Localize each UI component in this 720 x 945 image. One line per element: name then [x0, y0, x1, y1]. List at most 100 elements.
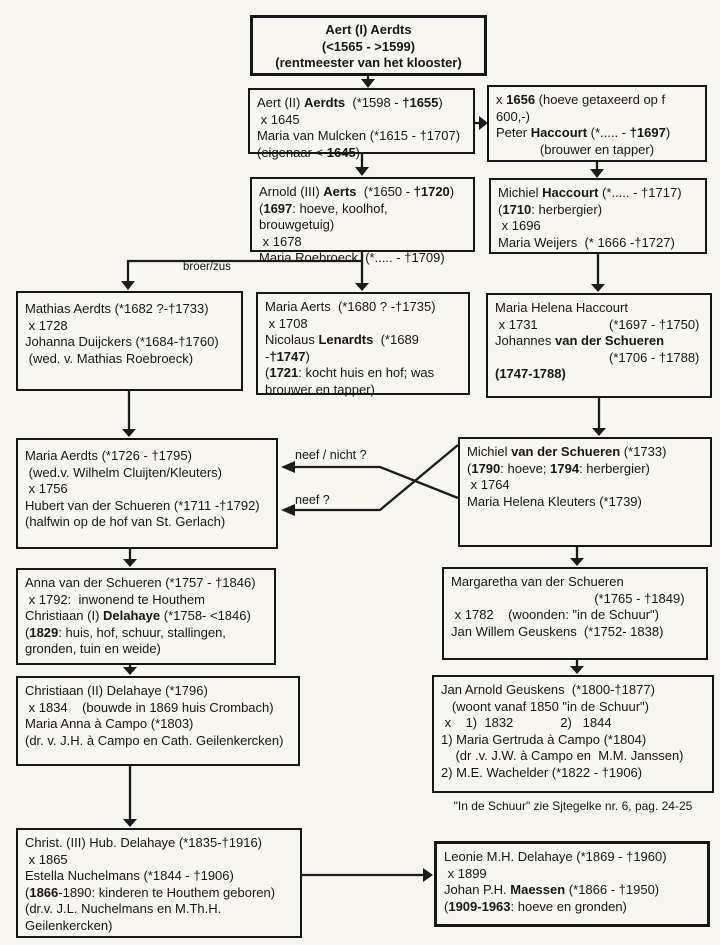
person-box-peter-haccourt: x 1656 (hoeve getaxeerd op f 600,-)Peter… — [487, 85, 707, 162]
person-box-margaretha-van-der-schueren: Margaretha van der Schueren(*1765 - †184… — [442, 567, 708, 660]
text-line: Michiel van der Schueren (*1733) — [467, 444, 667, 459]
text-line: (1909-1963: hoeve en gronden) — [444, 898, 627, 914]
text-line: Geilenkercken) — [25, 917, 113, 933]
connector-aert2-to-peter — [475, 116, 488, 130]
text-line: Mathias Aerdts (*1682 ?-†1733) — [25, 301, 209, 316]
person-box-anna-van-der-schueren: Anna van der Schueren (*1757 - †1846) x … — [16, 568, 276, 665]
connector-neef-nicht-arrow — [281, 461, 459, 500]
connector-aert1-to-aert2 — [361, 76, 375, 88]
text-line: x 1834 (bouwde in 1869 huis Crombach) — [25, 699, 274, 715]
text-line: (1790: hoeve; 1794: herbergier) — [467, 460, 650, 476]
text-line: Margaretha van der Schueren — [451, 574, 624, 589]
text-line: Michiel Haccourt (*..... - †1717) — [498, 185, 682, 200]
person-box-christiaan-ii-delahaye: Christiaan (II) Delahaye (*1796) x 1834 … — [16, 676, 300, 766]
text-line: x 1731(*1697 - †1750) — [495, 316, 703, 332]
text-line: Christ. (III) Hub. Delahaye (*1835-†1916… — [25, 835, 263, 850]
text-line: Johannes van der Schueren — [495, 333, 665, 348]
text-line: x 1865 — [25, 851, 68, 867]
text-line: (1829: huis, hof, schuur, stallingen, — [25, 624, 226, 640]
text-line: (wed.v. Wilhelm Cluijten/Kleuters) — [25, 464, 222, 480]
text-line: Johanna Duijckers (*1684-†1760) — [25, 334, 219, 349]
person-box-leonie-delahaye: Leonie M.H. Delahaye (*1869 - †1960) x 1… — [434, 841, 710, 927]
text-line: (1721: kocht huis en hof; was — [265, 365, 435, 380]
text-line: x 1645 — [257, 111, 300, 127]
text-line: (<1565 - >1599) — [321, 38, 416, 54]
text-line: x 1656 (hoeve getaxeerd op f 600,-) — [496, 92, 669, 124]
connector-mariaaerdts-to-anna — [123, 549, 137, 567]
connector-arnold-to-children — [121, 252, 369, 291]
text-line: x 1678 — [259, 233, 302, 249]
connector-michielh-to-mariahelena — [591, 254, 605, 292]
person-box-michiel-van-der-schueren: Michiel van der Schueren (*1733)(1790: h… — [458, 437, 712, 547]
text-line: x 1764 — [467, 477, 510, 492]
text-line: Estella Nuchelmans (*1844 - †1906) — [25, 868, 234, 883]
text-line: Johan P.H. Maessen (*1866 - †1950) — [444, 882, 660, 897]
connector-anna-to-christiaan2 — [123, 665, 137, 675]
text-line: Christiaan (II) Delahaye (*1796) — [25, 683, 208, 698]
text-line: (1710: herbergier) — [498, 201, 603, 217]
person-box-arnold-iii-aerts: Arnold (III) Aerts (*1650 - †1720)(1697:… — [250, 177, 475, 265]
text-line: 2) M.E. Wachelder (*1822 - †1906) — [441, 764, 643, 780]
text-line: Maria Helena Kleuters (*1739) — [467, 493, 642, 509]
connector-mathias-to-mariaaerdts — [122, 391, 136, 437]
connector-neef-arrow — [281, 444, 459, 516]
text-line: Aert (II) Aerdts (*1598 - †1655) — [257, 95, 443, 110]
connector-christiaan2-to-christ3 — [123, 766, 137, 827]
text-line: x 1756 — [25, 481, 68, 496]
connector-michielvds-to-margaretha — [570, 547, 584, 566]
text-line: x 1696 — [498, 218, 541, 233]
text-line: x 1899 — [444, 865, 487, 881]
relation-label-neef-nicht: neef / nicht ? — [295, 448, 367, 462]
text-line: (rentmeester van het klooster) — [275, 55, 462, 70]
text-line: Christiaan (I) Delahaye (*1758- <1846) — [25, 608, 251, 623]
text-line: (1747-1788) — [495, 366, 566, 381]
text-line: Leonie M.H. Delahaye (*1869 - †1960) — [444, 849, 667, 864]
text-line: (dr. v. J.H. à Campo en Cath. Geilenkerc… — [25, 732, 284, 748]
person-box-aert-i-aerdts: Aert (I) Aerdts(<1565 - >1599)(rentmeest… — [250, 15, 487, 76]
text-line: (dr .v. J.W. à Campo en M.M. Janssen) — [441, 748, 684, 763]
text-line: (dr.v. J.L. Nuchelmans en M.Th.H. — [25, 901, 222, 916]
text-line: Maria Aerdts (*1726 - †1795) — [25, 448, 192, 463]
text-line: (1697: hoeve, koolhof, brouwgetuig) — [259, 200, 392, 233]
person-box-jan-arnold-geuskens: Jan Arnold Geuskens (*1800-†1877) (woont… — [432, 675, 714, 793]
text-line: x 1728 — [25, 317, 68, 333]
relation-label-neef: neef ? — [295, 493, 330, 507]
person-box-michiel-haccourt: Michiel Haccourt (*..... - †1717)(1710: … — [489, 178, 707, 254]
text-line: Nicolaus Lenardts (*1689 -†1747) — [265, 332, 423, 364]
text-line: (woont vanaf 1850 "in de Schuur") — [441, 698, 649, 714]
connector-mariahelena-to-michielvds — [592, 398, 606, 436]
text-line: (wed. v. Mathias Roebroeck) — [25, 350, 194, 366]
person-box-maria-aerdts: Maria Aerdts (*1726 - †1795) (wed.v. Wil… — [16, 438, 278, 549]
text-line: (*1765 - †1849) — [594, 590, 699, 606]
text-line: Jan Arnold Geuskens (*1800-†1877) — [441, 682, 655, 697]
text-line: Maria Helena Haccourt — [495, 300, 628, 315]
text-line: Maria Aerts (*1680 ? -†1735) — [265, 299, 436, 314]
text-line: (halfwin op de hof van St. Gerlach) — [25, 514, 226, 529]
text-line: (*1706 - †1788) — [609, 349, 703, 365]
text-line: Maria van Mulcken (*1615 - †1707) — [257, 128, 461, 143]
text-line: gronden, tuin en weide) — [25, 641, 161, 656]
text-line: Maria Roebroeck (*..... - †1709) — [259, 250, 445, 265]
text-line: Hubert van der Schueren (*1711 -†1792) — [25, 497, 260, 513]
connector-margaretha-to-janarnold — [570, 660, 584, 674]
person-box-maria-helena-haccourt: Maria Helena Haccourt x 1731(*1697 - †17… — [486, 293, 712, 398]
person-box-christ-iii-delahaye: Christ. (III) Hub. Delahaye (*1835-†1916… — [16, 828, 302, 938]
text-line: Peter Haccourt (*..... - †1697) — [496, 125, 671, 140]
text-line: Anna van der Schueren (*1757 - †1846) — [25, 575, 256, 590]
text-line: Arnold (III) Aerts (*1650 - †1720) — [259, 184, 455, 199]
connector-peter-to-michielh — [590, 162, 604, 178]
text-line: (brouwer en tapper) — [539, 141, 655, 157]
text-line: brouwer en tapper) — [265, 381, 375, 397]
text-line: x 1) 1832 2) 1844 — [441, 715, 612, 730]
text-line: Maria Weijers (* 1666 -†1727) — [498, 234, 675, 250]
text-line: x 1782 (woonden: "in de Schuur") — [451, 607, 659, 622]
text-line: Aert (I) Aerdts — [325, 22, 412, 37]
connector-aert2-to-arnold — [355, 154, 369, 176]
relation-label-broer-zus: broer/zus — [183, 261, 231, 273]
text-line: (eigenaar < 1645) — [257, 144, 361, 160]
